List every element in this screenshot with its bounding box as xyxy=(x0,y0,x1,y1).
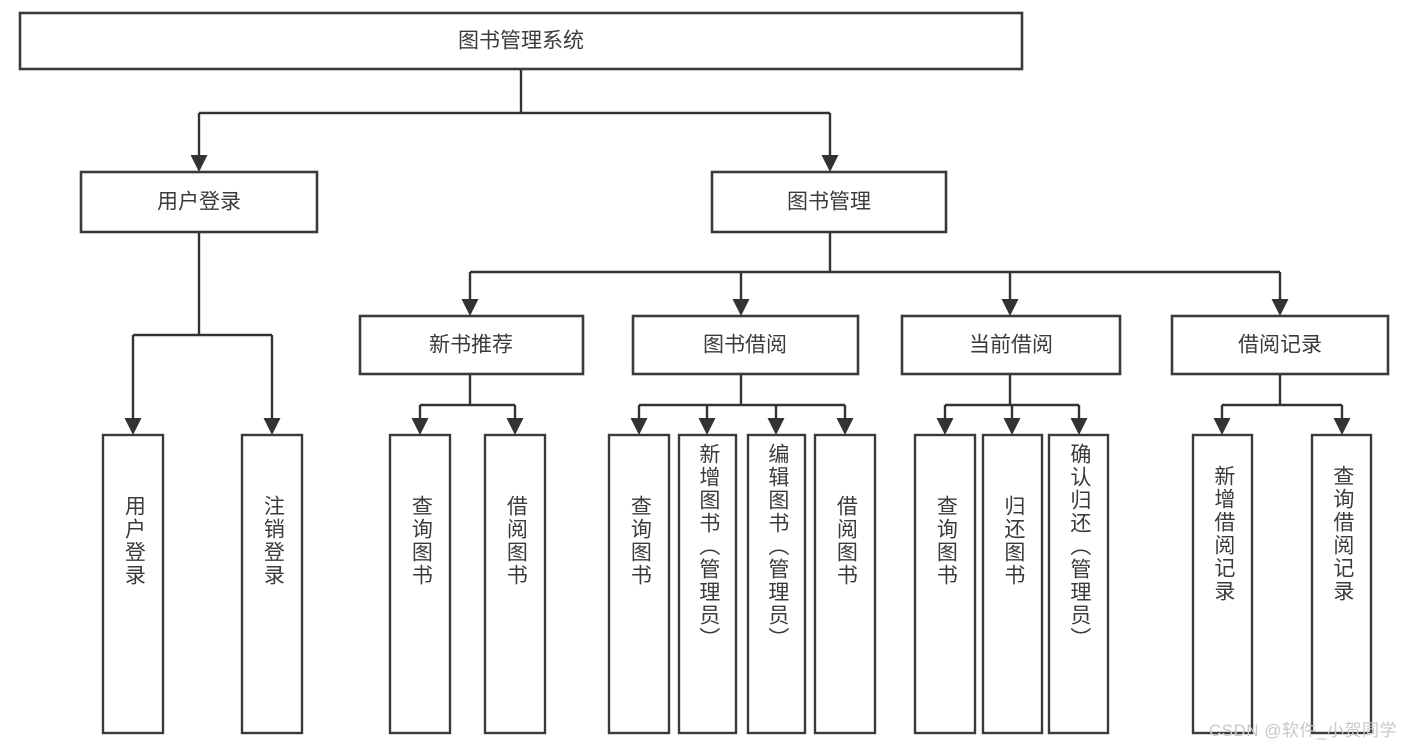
node-borrow-record[interactable]: 借阅记录 xyxy=(1170,314,1390,376)
node-book-manage-label: 图书管理 xyxy=(787,191,871,214)
arrow-to-leaf-query-record xyxy=(1333,418,1351,435)
connector-root-to-level2 xyxy=(190,69,839,172)
leaf-box-return-book[interactable] xyxy=(981,433,1044,735)
arrow-to-book-manage xyxy=(821,155,839,172)
node-root-label: 图书管理系统 xyxy=(458,30,584,53)
node-current-borrow[interactable]: 当前借阅 xyxy=(900,314,1122,376)
arrow-to-new-book-recommend xyxy=(461,299,479,316)
connector-current-borrow-to-leaves xyxy=(936,374,1088,435)
arrow-to-leaf-borrow-book-1 xyxy=(506,418,524,435)
node-book-manage[interactable]: 图书管理 xyxy=(710,170,948,234)
leaf-box-user-logout[interactable] xyxy=(240,433,304,735)
connector-borrow-record-to-leaves xyxy=(1213,374,1351,435)
node-root[interactable]: 图书管理系统 xyxy=(18,11,1024,71)
node-current-borrow-label: 当前借阅 xyxy=(969,334,1053,357)
arrow-to-current-borrow xyxy=(1001,299,1019,316)
arrow-to-leaf-confirm-return xyxy=(1070,418,1088,435)
leaf-box-borrow-book-1[interactable] xyxy=(483,433,547,735)
arrow-to-book-borrow xyxy=(732,299,750,316)
leaf-box-query-record[interactable] xyxy=(1310,433,1373,735)
leaf-box-query-book-1[interactable] xyxy=(388,433,452,735)
leaf-box-add-book[interactable] xyxy=(677,433,738,735)
leaf-box-confirm-return[interactable] xyxy=(1047,433,1110,735)
leaf-box-edit-book[interactable] xyxy=(746,433,807,735)
node-new-book-recommend-label: 新书推荐 xyxy=(429,334,513,357)
leaf-box-user-login[interactable] xyxy=(101,433,165,735)
leaf-box-borrow-book-2[interactable] xyxy=(813,433,877,735)
arrow-to-user-login xyxy=(190,155,208,172)
connector-user-login-to-leaves xyxy=(124,232,281,435)
connector-book-manage-to-level3 xyxy=(461,232,1289,316)
connector-book-borrow-to-leaves xyxy=(630,374,854,435)
arrow-to-leaf-query-book-2 xyxy=(630,418,648,435)
arrow-to-leaf-user-logout xyxy=(263,418,281,435)
arrow-to-leaf-user-login xyxy=(124,418,142,435)
node-user-login-label: 用户登录 xyxy=(157,191,241,214)
arrow-to-leaf-query-book-1 xyxy=(411,418,429,435)
arrow-to-borrow-record xyxy=(1271,299,1289,316)
node-new-book-recommend[interactable]: 新书推荐 xyxy=(358,314,585,376)
arrow-to-leaf-add-record xyxy=(1213,418,1231,435)
node-book-borrow[interactable]: 图书借阅 xyxy=(631,314,860,376)
node-book-borrow-label: 图书借阅 xyxy=(703,334,787,357)
arrow-to-leaf-add-book xyxy=(698,418,716,435)
arrow-to-leaf-edit-book xyxy=(767,418,785,435)
node-borrow-record-label: 借阅记录 xyxy=(1238,334,1322,357)
leaf-box-group xyxy=(101,433,1373,735)
leaf-box-query-book-2[interactable] xyxy=(607,433,671,735)
leaf-box-query-book-3[interactable] xyxy=(913,433,977,735)
arrow-to-leaf-borrow-book-2 xyxy=(836,418,854,435)
connector-new-book-recommend-to-leaves xyxy=(411,374,524,435)
leaf-box-add-record[interactable] xyxy=(1191,433,1254,735)
arrow-to-leaf-query-book-3 xyxy=(936,418,954,435)
node-user-login[interactable]: 用户登录 xyxy=(79,170,319,234)
arrow-to-leaf-return-book xyxy=(1003,418,1021,435)
